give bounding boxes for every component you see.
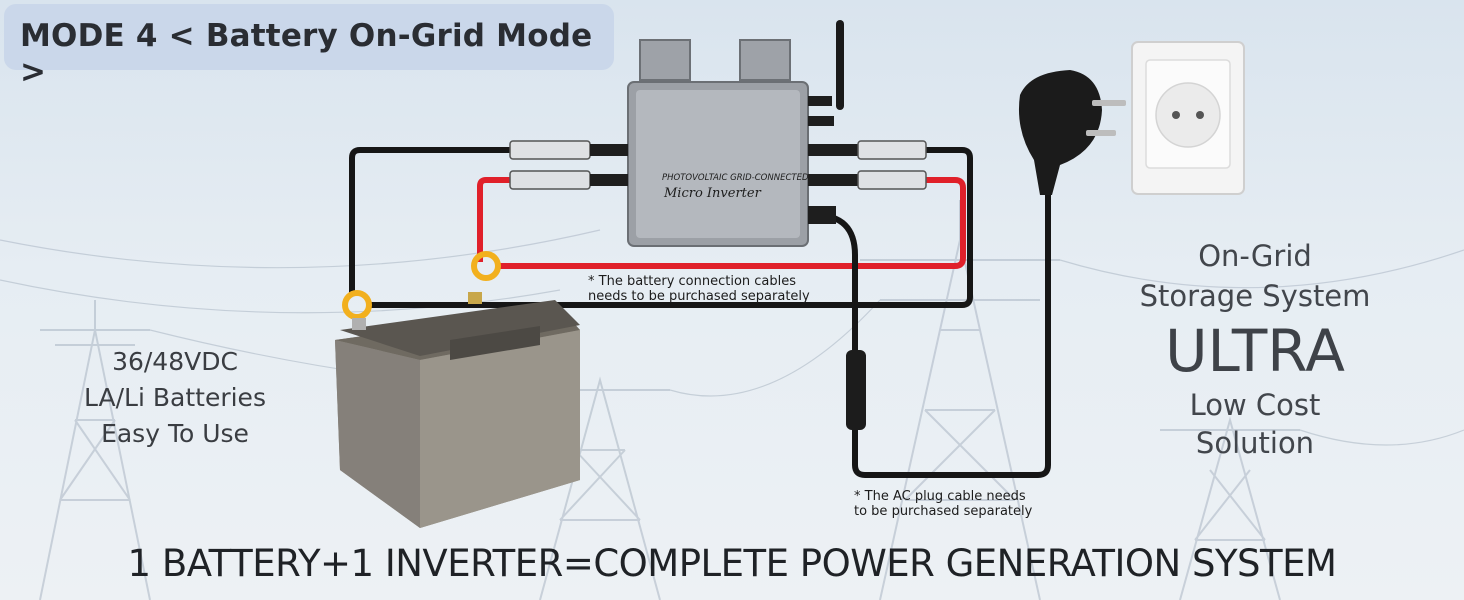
feature-headline: ULTRA: [1165, 317, 1345, 385]
battery-cable-note: * The battery connection cables needs to…: [588, 274, 810, 304]
dc-connector-right-bottom: [808, 170, 927, 190]
inverter-label-main: Micro Inverter: [663, 186, 762, 201]
feature-line-2: Storage System: [1139, 279, 1371, 313]
feature-line-4: Solution: [1195, 426, 1315, 460]
ac-cable-note: * The AC plug cable needs to be purchase…: [854, 489, 1032, 519]
battery-cable-note-line-2: needs to be purchased separately: [588, 289, 810, 304]
inverter-label-top: PHOTOVOLTAIC GRID-CONNECTED: [662, 173, 809, 183]
micro-inverter-icon: [627, 20, 844, 247]
ac-cable-note-line-1: * The AC plug cable needs: [854, 489, 1026, 504]
battery-spec-voltage: 36/48VDC: [112, 347, 238, 376]
negative-ring-terminal: [342, 290, 372, 320]
eu-plug-icon: [1018, 70, 1126, 195]
battery-icon: [335, 292, 580, 528]
dc-connector-right-top: [808, 140, 927, 160]
battery-spec-ease: Easy To Use: [101, 419, 249, 448]
feature-block: On-Grid Storage System ULTRA Low Cost So…: [1120, 236, 1390, 462]
battery-spec-type: LA/Li Batteries: [84, 383, 266, 412]
dc-connector-left-bottom: [509, 170, 628, 190]
dc-connector-left-top: [509, 140, 628, 160]
wall-socket-icon: [1131, 41, 1245, 195]
ac-inline-connector-icon: [846, 350, 866, 430]
ac-cable: [814, 190, 1051, 478]
battery-spec: 36/48VDC LA/Li Batteries Easy To Use: [60, 344, 290, 452]
positive-return-cable: [495, 177, 966, 269]
mode-banner: MODE 4 < Battery On-Grid Mode >: [4, 4, 614, 90]
positive-cable: [477, 177, 510, 262]
positive-ring-terminal: [471, 251, 501, 281]
feature-line-1: On-Grid: [1198, 239, 1312, 273]
antenna-icon: [836, 20, 844, 110]
battery-cable-note-line-1: * The battery connection cables: [588, 274, 797, 289]
negative-cable: [349, 147, 510, 295]
bottom-title: 1 BATTERY+1 INVERTER=COMPLETE POWER GENE…: [127, 542, 1337, 585]
mode-banner-label: MODE 4 < Battery On-Grid Mode >: [20, 18, 593, 90]
negative-return-cable: [370, 147, 973, 308]
ac-cable-note-line-2: to be purchased separately: [854, 504, 1033, 519]
feature-line-3: Low Cost: [1189, 388, 1321, 422]
